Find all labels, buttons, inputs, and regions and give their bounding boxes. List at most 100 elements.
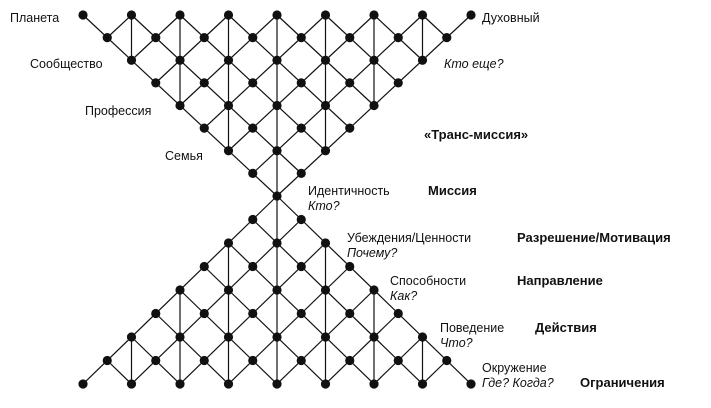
lattice-node (223, 379, 234, 389)
lattice-node (223, 238, 234, 248)
lattice-node (393, 355, 403, 366)
lattice-node (466, 10, 476, 20)
lattice-node (345, 78, 355, 88)
lattice-node (223, 100, 234, 111)
lattice-node (151, 355, 161, 366)
lattice-edge (106, 14, 132, 39)
level-identity-label: Идентичность (308, 184, 390, 198)
lattice-edge (131, 14, 302, 174)
label-planet: Планета (10, 11, 59, 25)
lattice-node (345, 355, 355, 366)
lattice-node (102, 355, 112, 366)
lattice-node (296, 308, 306, 319)
lattice-node (296, 355, 306, 366)
lattice-edge (252, 14, 423, 174)
level-capabilities-question: Как? (390, 289, 417, 303)
lattice-node (296, 214, 306, 225)
lattice-node (320, 146, 331, 156)
lattice-node (126, 379, 137, 389)
lattice-node (248, 168, 258, 178)
lattice-node (199, 78, 209, 88)
lattice-node (175, 285, 185, 295)
lattice-node (223, 332, 234, 342)
lattice-edge (155, 14, 229, 84)
level-identity-function: Миссия (428, 183, 477, 198)
lattice-node (126, 55, 137, 65)
lattice-node (345, 308, 355, 319)
lattice-node (296, 168, 306, 178)
lattice-node (78, 379, 88, 389)
lattice-node (320, 332, 331, 342)
level-beliefs-question: Почему? (347, 246, 397, 260)
lattice-node (442, 355, 452, 366)
label-profession: Профессия (85, 104, 151, 118)
lattice-node (223, 10, 234, 20)
lattice-node (175, 55, 185, 65)
lattice-node (248, 261, 258, 272)
lattice-node (345, 33, 355, 43)
lattice-node (223, 146, 234, 156)
lattice-node (320, 379, 331, 389)
lattice-node (369, 100, 379, 111)
lattice-node (126, 332, 137, 342)
lattice-node (151, 33, 161, 43)
label-transmission: «Транс-миссия» (424, 127, 528, 142)
lattice-node (393, 78, 403, 88)
level-behavior-label: Поведение (440, 321, 504, 335)
lattice-edge (422, 360, 448, 385)
lattice-node (175, 10, 185, 20)
lattice-node (369, 379, 379, 389)
lattice-edge (228, 266, 351, 385)
lattice-edge (325, 313, 399, 385)
lattice-node (272, 191, 282, 201)
lattice-node (272, 332, 282, 342)
lattice-node (272, 10, 282, 20)
lattice-node (272, 238, 282, 248)
label-who-else: Кто еще? (444, 57, 504, 71)
lattice-node (248, 214, 258, 225)
level-beliefs-label: Убеждения/Ценности (347, 231, 471, 245)
lattice-edge (203, 14, 326, 129)
lattice-node (296, 261, 306, 272)
lattice-node (78, 10, 88, 20)
level-identity-question: Кто? (308, 199, 340, 213)
level-environment-function: Ограничения (580, 375, 665, 390)
lattice-node (248, 123, 258, 133)
lattice-edge (325, 14, 399, 84)
lattice-edge (422, 14, 448, 39)
lattice-node (320, 238, 331, 248)
lattice-edge (131, 219, 302, 385)
lattice-node (175, 379, 185, 389)
lattice-node (417, 332, 428, 342)
lattice-node (296, 78, 306, 88)
lattice-node (369, 55, 379, 65)
label-family: Семья (165, 149, 203, 163)
lattice-node (199, 33, 209, 43)
lattice-node (126, 10, 137, 20)
lattice-node (369, 285, 379, 295)
lattice-nodes (78, 10, 476, 389)
lattice-edge (106, 360, 132, 385)
lattice-node (272, 379, 282, 389)
lattice-node (151, 308, 161, 319)
lattice-node (248, 78, 258, 88)
lattice-node (320, 55, 331, 65)
lattice-node (296, 123, 306, 133)
lattice-node (272, 285, 282, 295)
lattice-node (175, 332, 185, 342)
lattice-node (223, 55, 234, 65)
level-behavior-function: Действия (535, 320, 597, 335)
lattice-node (466, 379, 476, 389)
lattice-node (175, 100, 185, 111)
lattice-node (272, 55, 282, 65)
lattice-node (272, 146, 282, 156)
lattice-node (320, 100, 331, 111)
lattice-node (393, 308, 403, 319)
lattice-node (199, 123, 209, 133)
lattice-node (199, 308, 209, 319)
lattice-node (199, 261, 209, 272)
label-community: Сообщество (30, 57, 103, 71)
lattice-node (248, 308, 258, 319)
lattice-node (248, 355, 258, 366)
